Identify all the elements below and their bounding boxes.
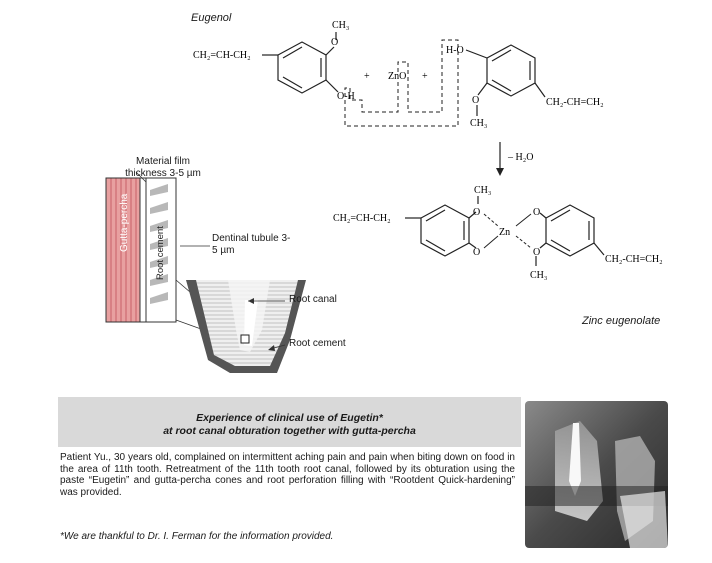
methoxy-o-left: O bbox=[331, 37, 338, 48]
hydroxyl-left: O-H bbox=[337, 91, 355, 102]
dashed-reaction-line bbox=[344, 39, 459, 127]
zn-methyl-right: CH₃ bbox=[530, 270, 547, 281]
root-cement-vertical-label: Root cement bbox=[155, 226, 166, 280]
methyl-right: CH₃ bbox=[470, 118, 487, 129]
material-film-layer bbox=[139, 177, 147, 323]
eugenol-right-ring bbox=[465, 44, 546, 116]
case-title-line1: Experience of clinical use of Eugetin* bbox=[196, 412, 383, 424]
dentin-block bbox=[145, 177, 177, 323]
root-canal-diagram: Gutta-percha Root cement bbox=[105, 171, 306, 373]
allyl-left-top: CH₂=CH-CH₂ bbox=[193, 50, 251, 61]
allyl-right-top: CH₂-CH=CH₂ bbox=[546, 97, 604, 108]
allyl-right-bottom: CH₂-CH=CH₂ bbox=[605, 254, 663, 265]
methyl-left: CH₃ bbox=[332, 20, 349, 31]
plus-sign-1: + bbox=[364, 71, 370, 82]
tooth-root-section bbox=[186, 280, 306, 373]
zinc-oxide: ZnO bbox=[388, 71, 406, 82]
case-title: Experience of clinical use of Eugetin* a… bbox=[58, 412, 521, 438]
reaction-arrowhead bbox=[496, 168, 504, 176]
chemistry-structures: CH₂=CH-CH₂ O CH₃ O-H + ZnO + H-O O CH₃ C… bbox=[193, 20, 663, 281]
plus-sign-2: + bbox=[422, 71, 428, 82]
methoxy-o-right: O bbox=[472, 95, 479, 106]
root-canal-label: Root canal bbox=[289, 294, 337, 305]
gutta-percha-label: Gutta-percha bbox=[119, 193, 130, 252]
zn-methoxy-o-right: O bbox=[533, 247, 540, 258]
zn-phenoxide-o-left: O bbox=[473, 247, 480, 258]
water-loss-label: – H₂O bbox=[507, 152, 533, 163]
dentinal-tubule-label: Dentinal tubule 3-5 µm bbox=[212, 233, 291, 256]
hydroxyl-right: H-O bbox=[446, 45, 464, 56]
zinc-eugenolate-right-ring bbox=[535, 204, 605, 266]
acknowledgement-note: *We are thankful to Dr. I. Ferman for th… bbox=[60, 531, 334, 542]
case-title-line2: at root canal obturation together with g… bbox=[163, 425, 416, 437]
case-title-box: Experience of clinical use of Eugetin* a… bbox=[58, 397, 521, 447]
zinc-atom: Zn bbox=[499, 227, 510, 238]
material-film-label: Material film thickness 3-5 µm bbox=[125, 156, 201, 179]
eugenol-label: Eugenol bbox=[191, 12, 232, 24]
eugenol-left-ring bbox=[262, 32, 339, 94]
zn-phenoxide-o-right: O bbox=[533, 207, 540, 218]
case-description: Patient Yu., 30 years old, complained on… bbox=[60, 452, 515, 498]
gutta-percha-strip bbox=[105, 177, 141, 323]
zn-methoxy-o-left: O bbox=[473, 207, 480, 218]
zinc-eugenolate-label: Zinc eugenolate bbox=[582, 315, 661, 327]
root-cement-label: Root cement bbox=[289, 338, 346, 349]
dental-xray-image bbox=[525, 401, 668, 548]
zn-methyl-left: CH₃ bbox=[474, 185, 491, 196]
allyl-left-bottom: CH₂=CH-CH₂ bbox=[333, 213, 391, 224]
zinc-eugenolate-left-ring bbox=[405, 196, 479, 257]
